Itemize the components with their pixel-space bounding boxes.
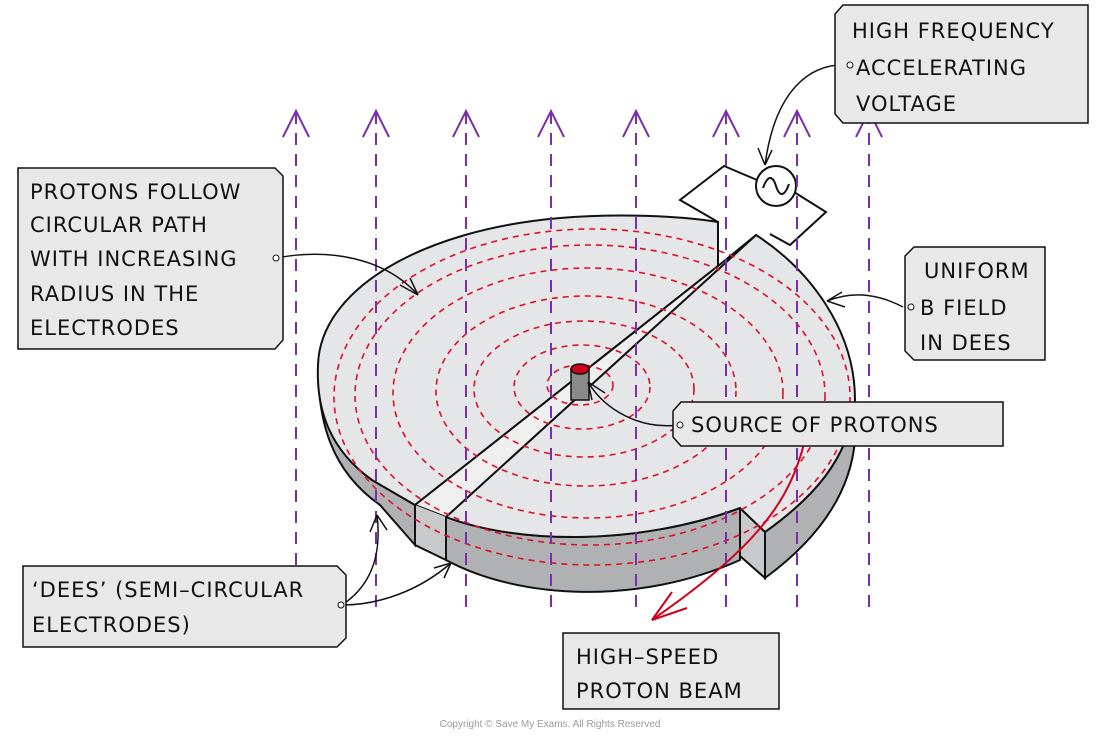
field-line	[537, 108, 565, 610]
field-arrow-icon	[783, 108, 811, 138]
proton-source	[570, 363, 590, 401]
field-arrow-icon	[452, 108, 480, 138]
proton-beam-arrow	[651, 439, 806, 621]
field-line	[783, 108, 811, 610]
field-line	[855, 108, 883, 610]
field-line	[282, 108, 310, 610]
field-arrow-icon	[282, 108, 310, 138]
field-line	[452, 108, 480, 610]
ac-circuit	[678, 164, 828, 247]
label-bfield-line: B FIELD	[920, 296, 1008, 320]
label-pointers	[275, 64, 904, 606]
label-beam-line: HIGH–SPEED	[576, 645, 719, 669]
label-voltage-line: VOLTAGE	[856, 92, 957, 116]
field-arrow-icon	[622, 108, 650, 138]
label-dees-line: ELECTRODES)	[32, 613, 191, 637]
field-line	[622, 108, 650, 610]
field-line	[712, 108, 740, 610]
label-path-line: ELECTRODES	[30, 316, 180, 340]
label-beam-line: PROTON BEAM	[576, 679, 743, 703]
proton-path-ring	[473, 320, 695, 458]
label-source: SOURCE OF PROTONS	[672, 401, 1004, 447]
label-bfield-line: IN DEES	[920, 331, 1012, 355]
label-voltage: HIGH FREQUENCY ACCELERATING VOLTAGE	[834, 4, 1089, 124]
proton-path-ring	[513, 344, 651, 430]
label-bfield-line: UNIFORM	[924, 259, 1030, 283]
label-b-field: UNIFORM B FIELD IN DEES	[904, 246, 1046, 361]
proton-path-ring	[435, 295, 737, 487]
label-dees-line: ‘DEES’ (SEMI–CIRCULAR	[32, 578, 304, 602]
label-source-line: SOURCE OF PROTONS	[691, 413, 939, 437]
field-arrow-icon	[712, 108, 740, 138]
proton-path-ring	[354, 244, 826, 546]
field-arrow-icon	[537, 108, 565, 138]
magnetic-field-lines	[282, 108, 883, 610]
proton-path-ring	[392, 267, 784, 519]
label-voltage-line: ACCELERATING	[856, 56, 1027, 80]
label-voltage-line: HIGH FREQUENCY	[852, 19, 1055, 43]
label-path-line: PROTONS FOLLOW	[30, 180, 241, 204]
label-path-line: CIRCULAR PATH	[30, 213, 208, 237]
dee-right	[444, 233, 857, 538]
proton-path-ring	[333, 228, 851, 566]
field-line	[362, 108, 390, 610]
copyright-notice: Copyright © Save My Exams. All Rights Re…	[440, 719, 661, 730]
label-path-line: WITH INCREASING	[30, 247, 238, 271]
field-arrow-icon	[362, 108, 390, 138]
label-dees: ‘DEES’ (SEMI–CIRCULAR ELECTRODES)	[22, 565, 347, 648]
label-beam: HIGH–SPEED PROTON BEAM	[562, 632, 780, 710]
label-circular-path: PROTONS FOLLOW CIRCULAR PATH WITH INCREA…	[17, 167, 284, 350]
label-path-line: RADIUS IN THE	[30, 282, 199, 306]
ac-voltage-source-icon	[755, 165, 797, 207]
